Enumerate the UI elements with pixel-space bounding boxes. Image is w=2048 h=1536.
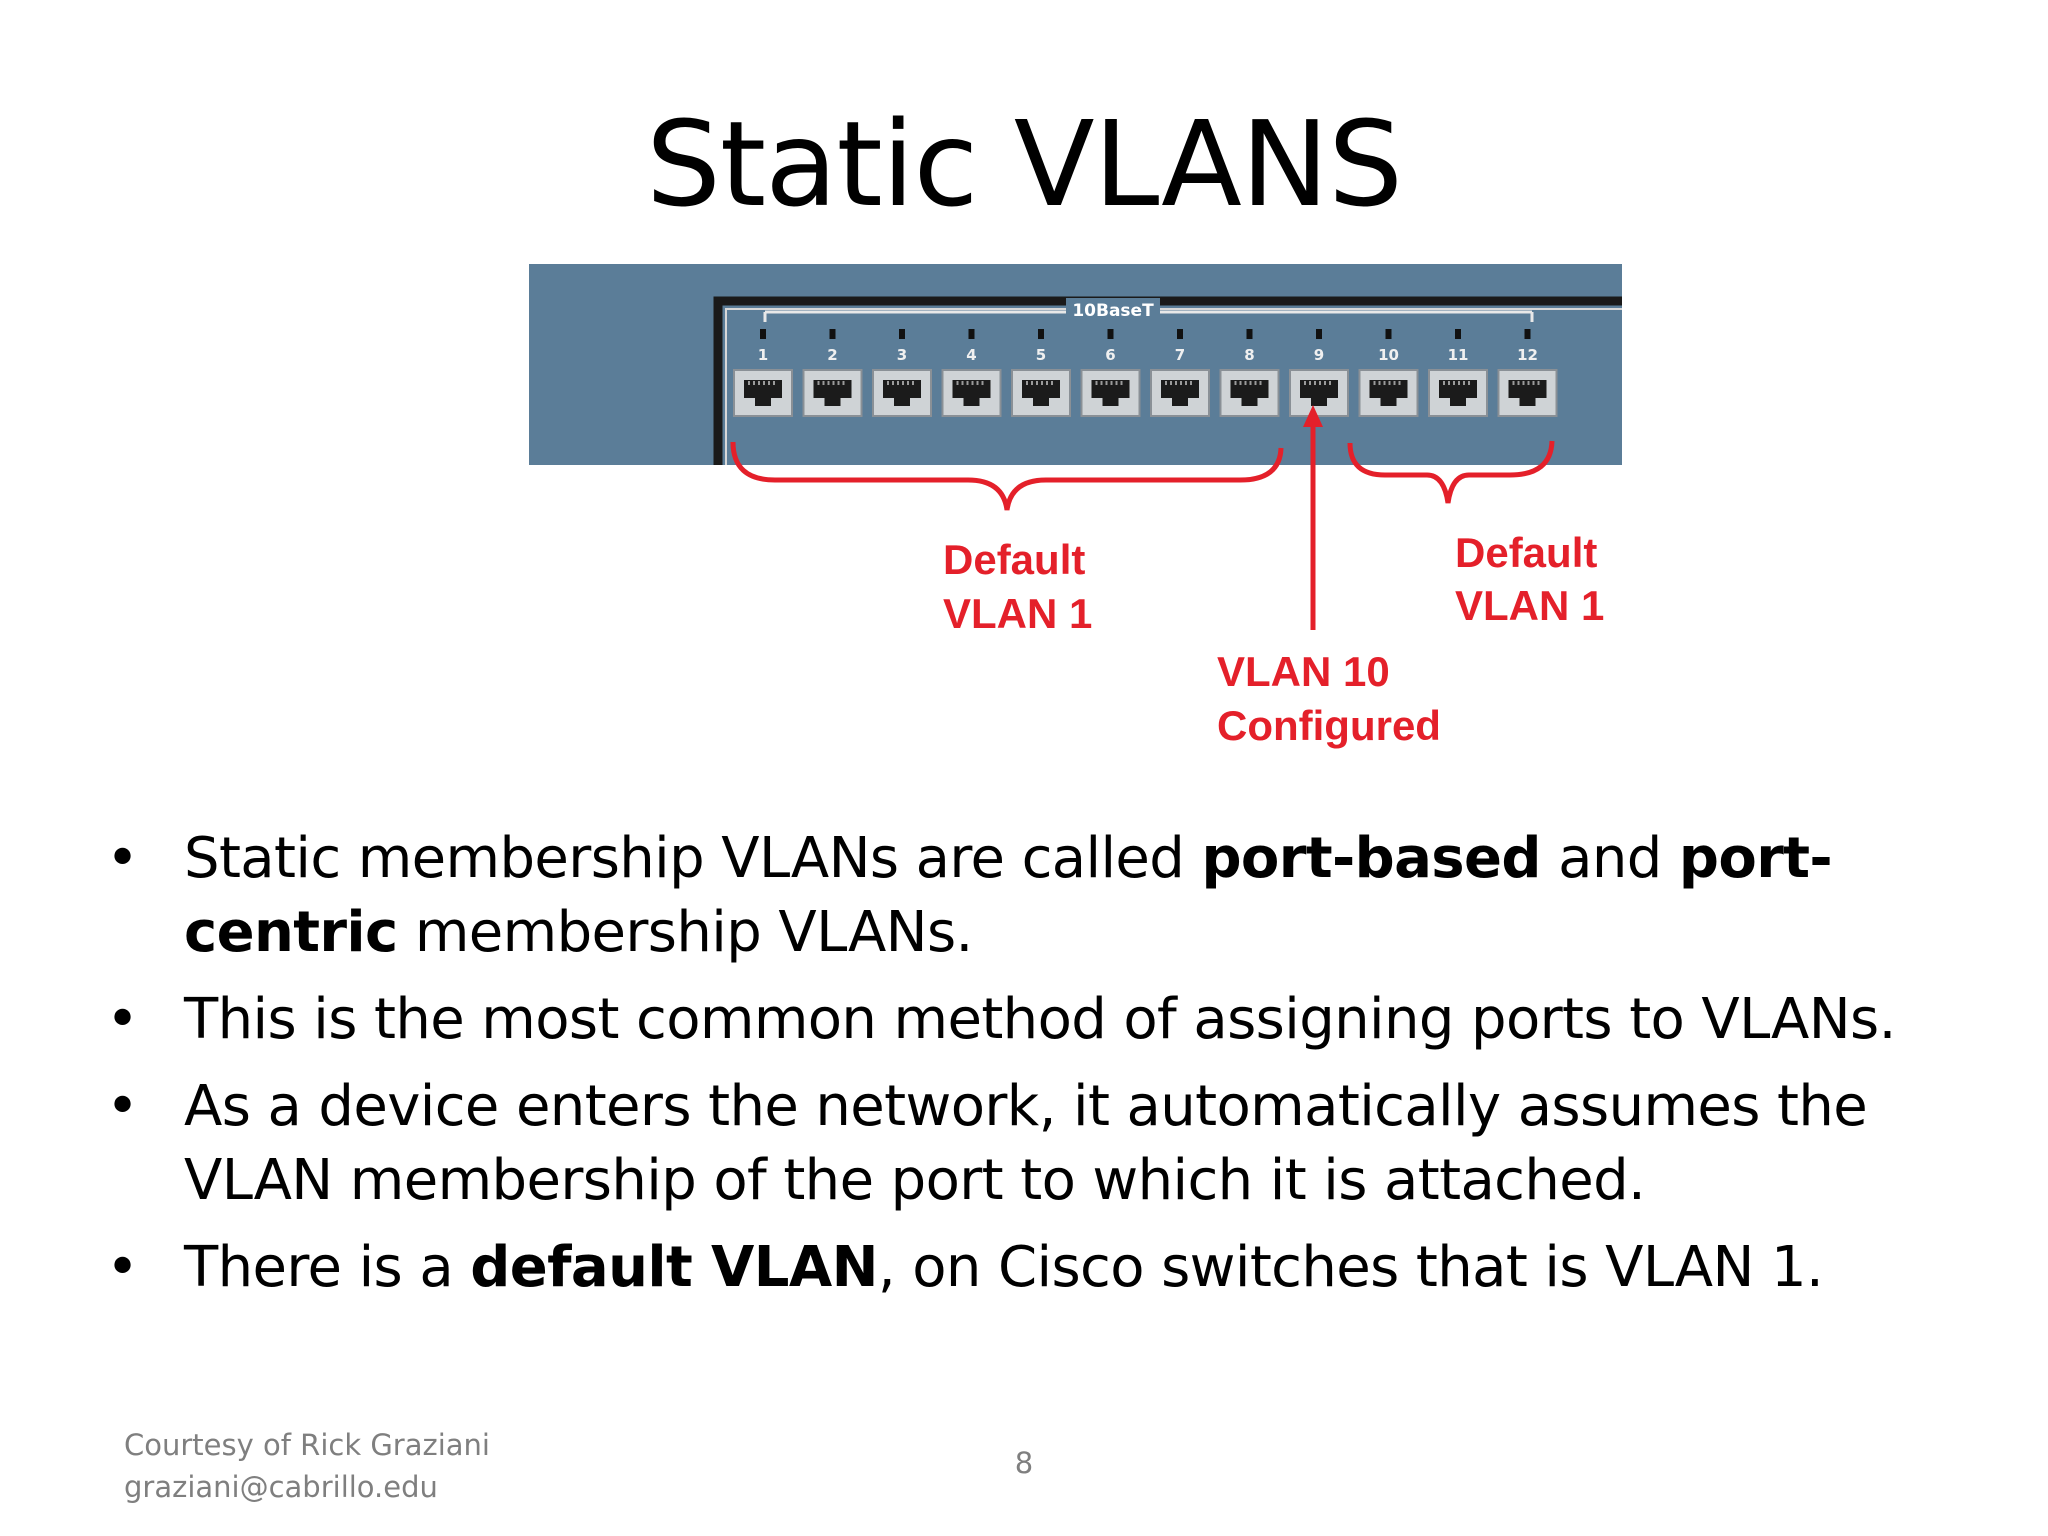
bullet-item: • This is the most common method of assig… xyxy=(100,983,2020,1057)
port-led xyxy=(1177,329,1183,339)
port-led xyxy=(829,329,836,339)
rj45-socket xyxy=(1230,380,1269,406)
right-brace xyxy=(1347,440,1555,504)
bullet-text: and xyxy=(1540,826,1679,891)
switch-port: 6 xyxy=(1080,329,1141,417)
switch-port: 9 xyxy=(1289,329,1349,417)
port-number: 1 xyxy=(758,346,768,364)
port-led xyxy=(1246,329,1253,339)
slide-title: Static VLANS xyxy=(646,95,1403,233)
port-number: 9 xyxy=(1314,346,1324,364)
panel-bezel xyxy=(713,296,1622,465)
switch-port: 12 xyxy=(1497,329,1558,417)
rj45-socket xyxy=(1369,380,1408,406)
switch-port: 3 xyxy=(872,329,932,417)
port-number: 5 xyxy=(1036,346,1046,364)
port-led xyxy=(899,329,905,339)
switch-panel xyxy=(529,264,1622,465)
bullet-text: There is a xyxy=(184,1235,471,1300)
bullet-text: As a device enters the network, it autom… xyxy=(184,1074,1868,1213)
rj45-socket xyxy=(1439,380,1477,406)
switch-port: 2 xyxy=(802,329,863,417)
rj45-socket xyxy=(1161,380,1199,406)
left-group-label-line1: Default xyxy=(943,536,1085,583)
right-group-label-line2: VLAN 1 xyxy=(1455,582,1604,629)
switch-port: 5 xyxy=(1011,329,1071,417)
footer-credit: Courtesy of Rick Graziani graziani@cabri… xyxy=(124,1424,490,1508)
bullet-text: This is the most common method of assign… xyxy=(184,987,1896,1052)
port-led xyxy=(1038,329,1044,339)
bullet-marker: • xyxy=(106,826,139,891)
bullet-text: Static membership VLANs are called xyxy=(184,826,1202,891)
footer-credit-email: graziani@cabrillo.edu xyxy=(124,1470,438,1504)
rj45-socket xyxy=(952,380,991,406)
bullet-text: , on Cisco switches that is VLAN 1. xyxy=(877,1235,1824,1300)
port-number: 2 xyxy=(827,346,837,364)
switch-port: 7 xyxy=(1150,329,1210,417)
switch-port: 1 xyxy=(733,329,793,417)
rj45-socket xyxy=(1300,380,1338,406)
bullet-item: • Static membership VLANs are called port… xyxy=(100,822,2020,970)
left-brace xyxy=(730,441,1284,511)
bullet-list: • Static membership VLANs are called port… xyxy=(100,822,2020,1318)
port-number: 4 xyxy=(966,346,976,364)
vlan10-label-line1: VLAN 10 xyxy=(1217,648,1390,695)
port-led xyxy=(1107,329,1114,339)
port-number: 3 xyxy=(897,346,907,364)
page-number: 8 xyxy=(1014,1446,1034,1480)
port-led xyxy=(760,329,766,339)
panel-label: 10BaseT xyxy=(1072,301,1154,321)
bullet-text-bold: port-centric xyxy=(184,826,1833,965)
rj45-jack xyxy=(1011,369,1071,417)
port-number: 12 xyxy=(1517,346,1538,364)
switch-port: 4 xyxy=(941,329,1002,417)
port-number: 7 xyxy=(1175,346,1185,364)
rj45-socket xyxy=(1508,380,1547,406)
rj45-socket xyxy=(1091,380,1130,406)
bullet-item: • As a device enters the network, it auto… xyxy=(100,1070,2020,1218)
port-led xyxy=(968,329,975,339)
port-led xyxy=(1455,329,1461,339)
port-led xyxy=(1316,329,1322,339)
bullet-item: • There is a default VLAN, on Cisco switc… xyxy=(100,1231,2020,1305)
switch-port: 10 xyxy=(1358,329,1419,417)
rj45-jack xyxy=(1358,369,1419,417)
rj45-socket xyxy=(744,380,782,406)
rj45-socket xyxy=(1022,380,1060,406)
switch-port: 8 xyxy=(1219,329,1280,417)
left-group-label-line2: VLAN 1 xyxy=(943,590,1092,637)
bullet-marker: • xyxy=(106,987,139,1052)
vlan10-arrowhead xyxy=(1303,405,1323,427)
rj45-socket xyxy=(883,380,921,406)
right-group-label-line1: Default xyxy=(1455,529,1597,576)
port-led xyxy=(1385,329,1392,339)
port-number: 6 xyxy=(1105,346,1115,364)
bullet-marker: • xyxy=(106,1235,139,1300)
port-led xyxy=(1524,329,1531,339)
rj45-socket xyxy=(813,380,852,406)
vlan10-label-line2: Configured xyxy=(1217,702,1441,749)
switch-port: 11 xyxy=(1428,329,1488,417)
port-number: 10 xyxy=(1378,346,1399,364)
bullet-marker: • xyxy=(106,1074,139,1139)
bullet-text: membership VLANs. xyxy=(397,900,974,965)
port-number: 11 xyxy=(1448,346,1469,364)
bullet-text-bold: default VLAN xyxy=(470,1235,878,1300)
bullet-text-bold: port-based xyxy=(1201,826,1541,891)
footer-credit-name: Courtesy of Rick Graziani xyxy=(124,1428,490,1462)
port-number: 8 xyxy=(1244,346,1254,364)
